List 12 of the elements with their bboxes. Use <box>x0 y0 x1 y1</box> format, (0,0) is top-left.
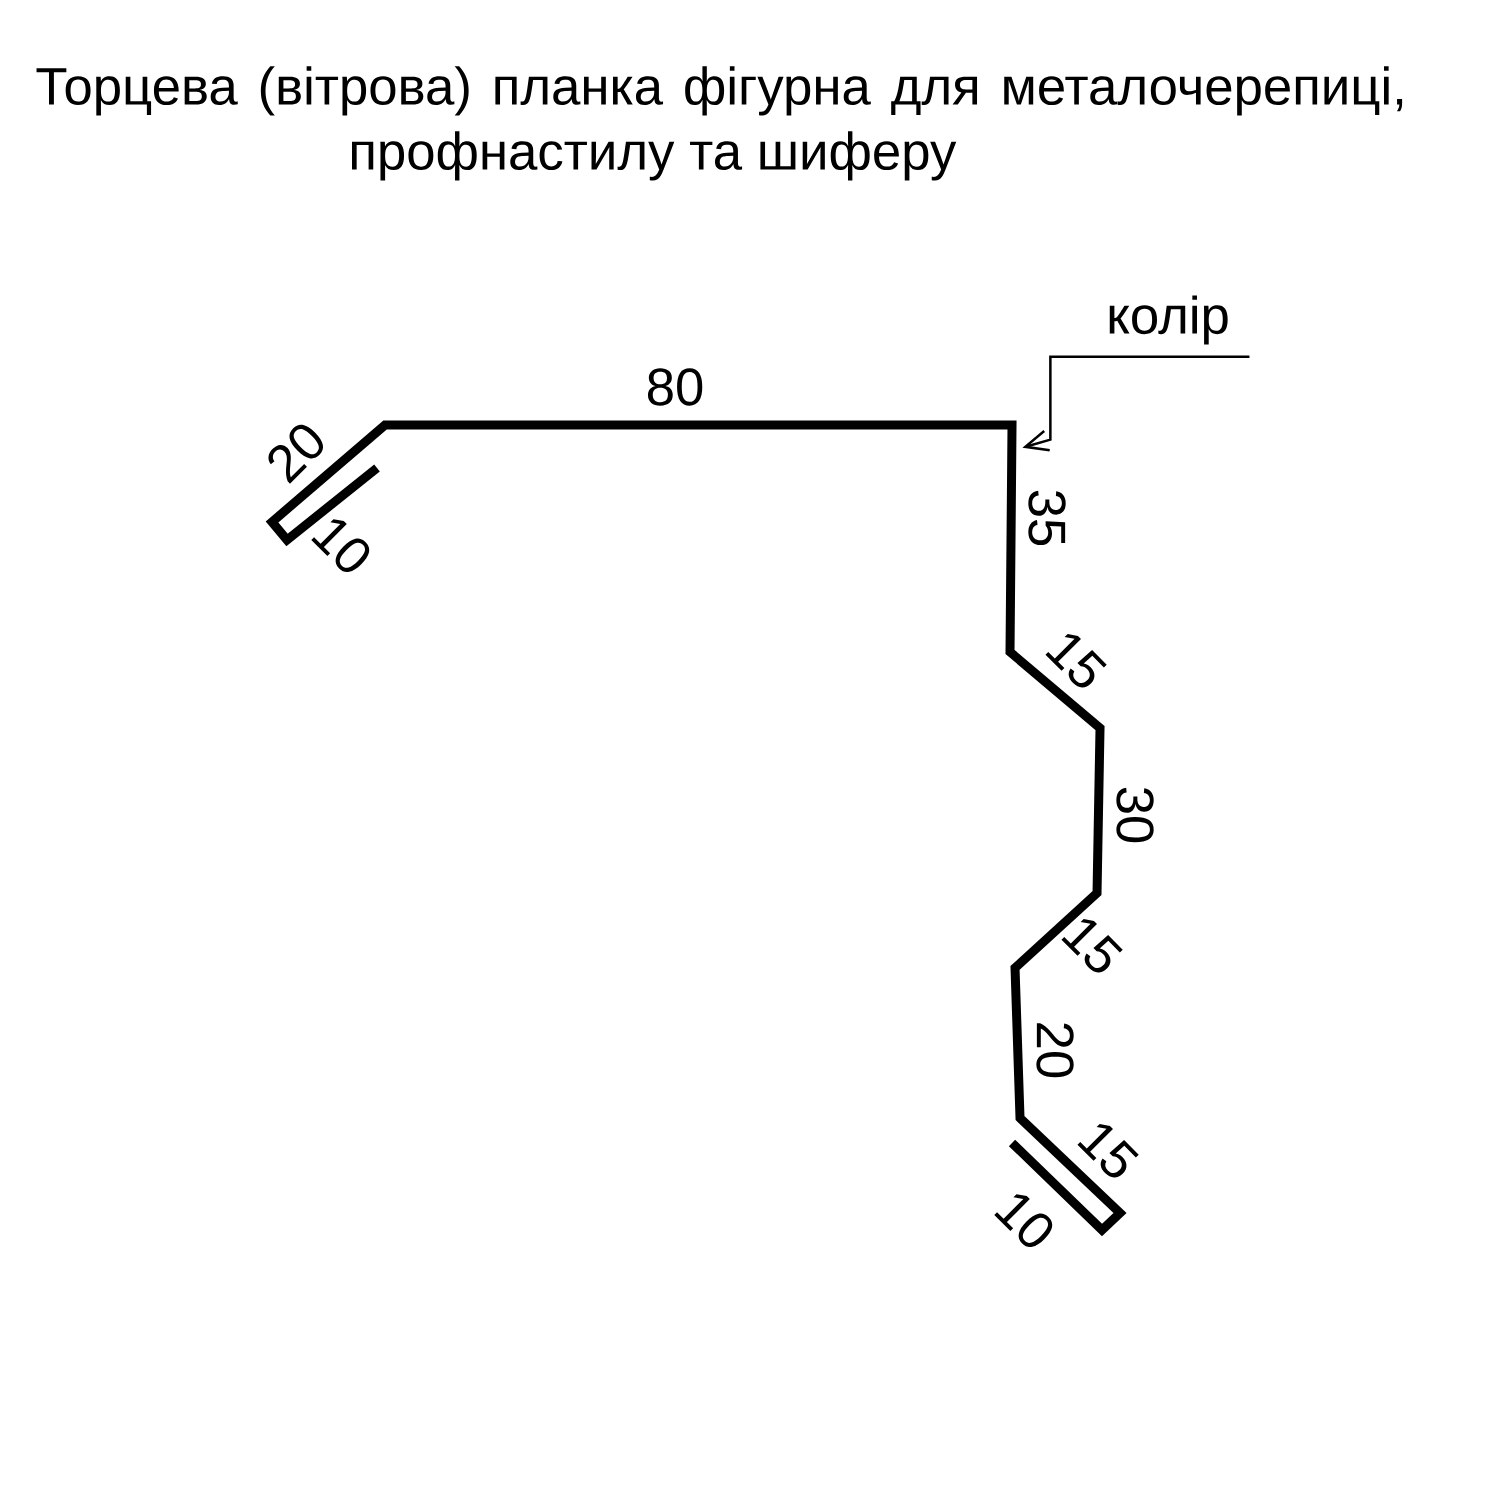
dimension-label: 35 <box>1028 490 1066 546</box>
dimension-label: 20 <box>268 424 324 484</box>
leader-line <box>1022 355 1250 452</box>
dimension-label: 15 <box>1061 919 1123 973</box>
dimension-label: 10 <box>994 1194 1053 1247</box>
dimension-label: 20 <box>1036 1023 1074 1078</box>
title: Торцева (вітрова) планка фігурна для металочерепиці, профнастилу та шиферу <box>36 66 1403 181</box>
dimension-label: 30 <box>1116 787 1154 843</box>
dimension-label: 15 <box>1045 634 1107 688</box>
dimension-label: 15 <box>1077 1124 1139 1178</box>
dimension-label: 10 <box>311 519 370 572</box>
label-text: колір <box>1109 295 1228 345</box>
